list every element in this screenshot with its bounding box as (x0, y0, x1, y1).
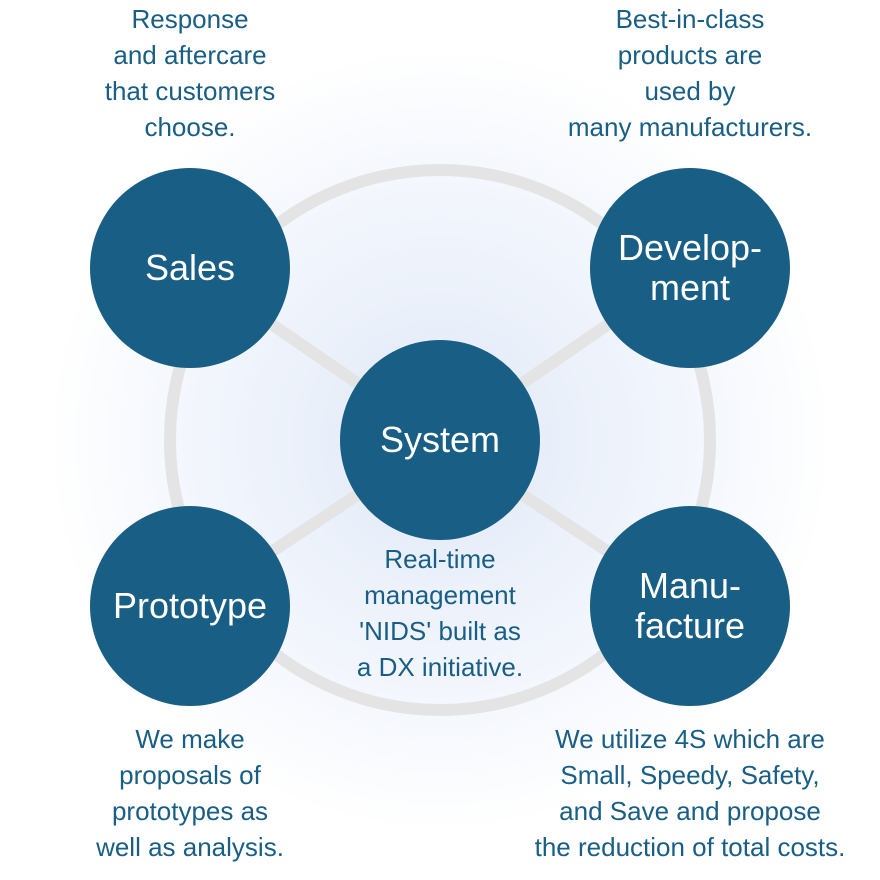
caption-development: Best-in-class products are used by many … (567, 4, 813, 142)
caption-system: Real-time management 'NIDS' built as a D… (356, 544, 524, 682)
node-prototype: Prototype (90, 506, 290, 706)
node-prototype-label: Prototype (112, 585, 268, 627)
node-sales: Sales (90, 168, 290, 368)
node-manufacture-label: Manu- facture (634, 565, 746, 646)
node-system-label: System (379, 419, 501, 461)
node-manufacture: Manu- facture (590, 506, 790, 706)
outer-ring (164, 164, 716, 716)
node-sales-label: Sales (144, 247, 236, 289)
caption-sales: Response and aftercare that customers ch… (104, 4, 276, 142)
node-system: System (340, 340, 540, 540)
caption-manufacture: We utilize 4S which are Small, Speedy, S… (534, 724, 846, 862)
node-development-label: Develop- ment (617, 227, 763, 308)
node-development: Develop- ment (590, 168, 790, 368)
caption-prototype: We make proposals of prototypes as well … (96, 724, 284, 862)
